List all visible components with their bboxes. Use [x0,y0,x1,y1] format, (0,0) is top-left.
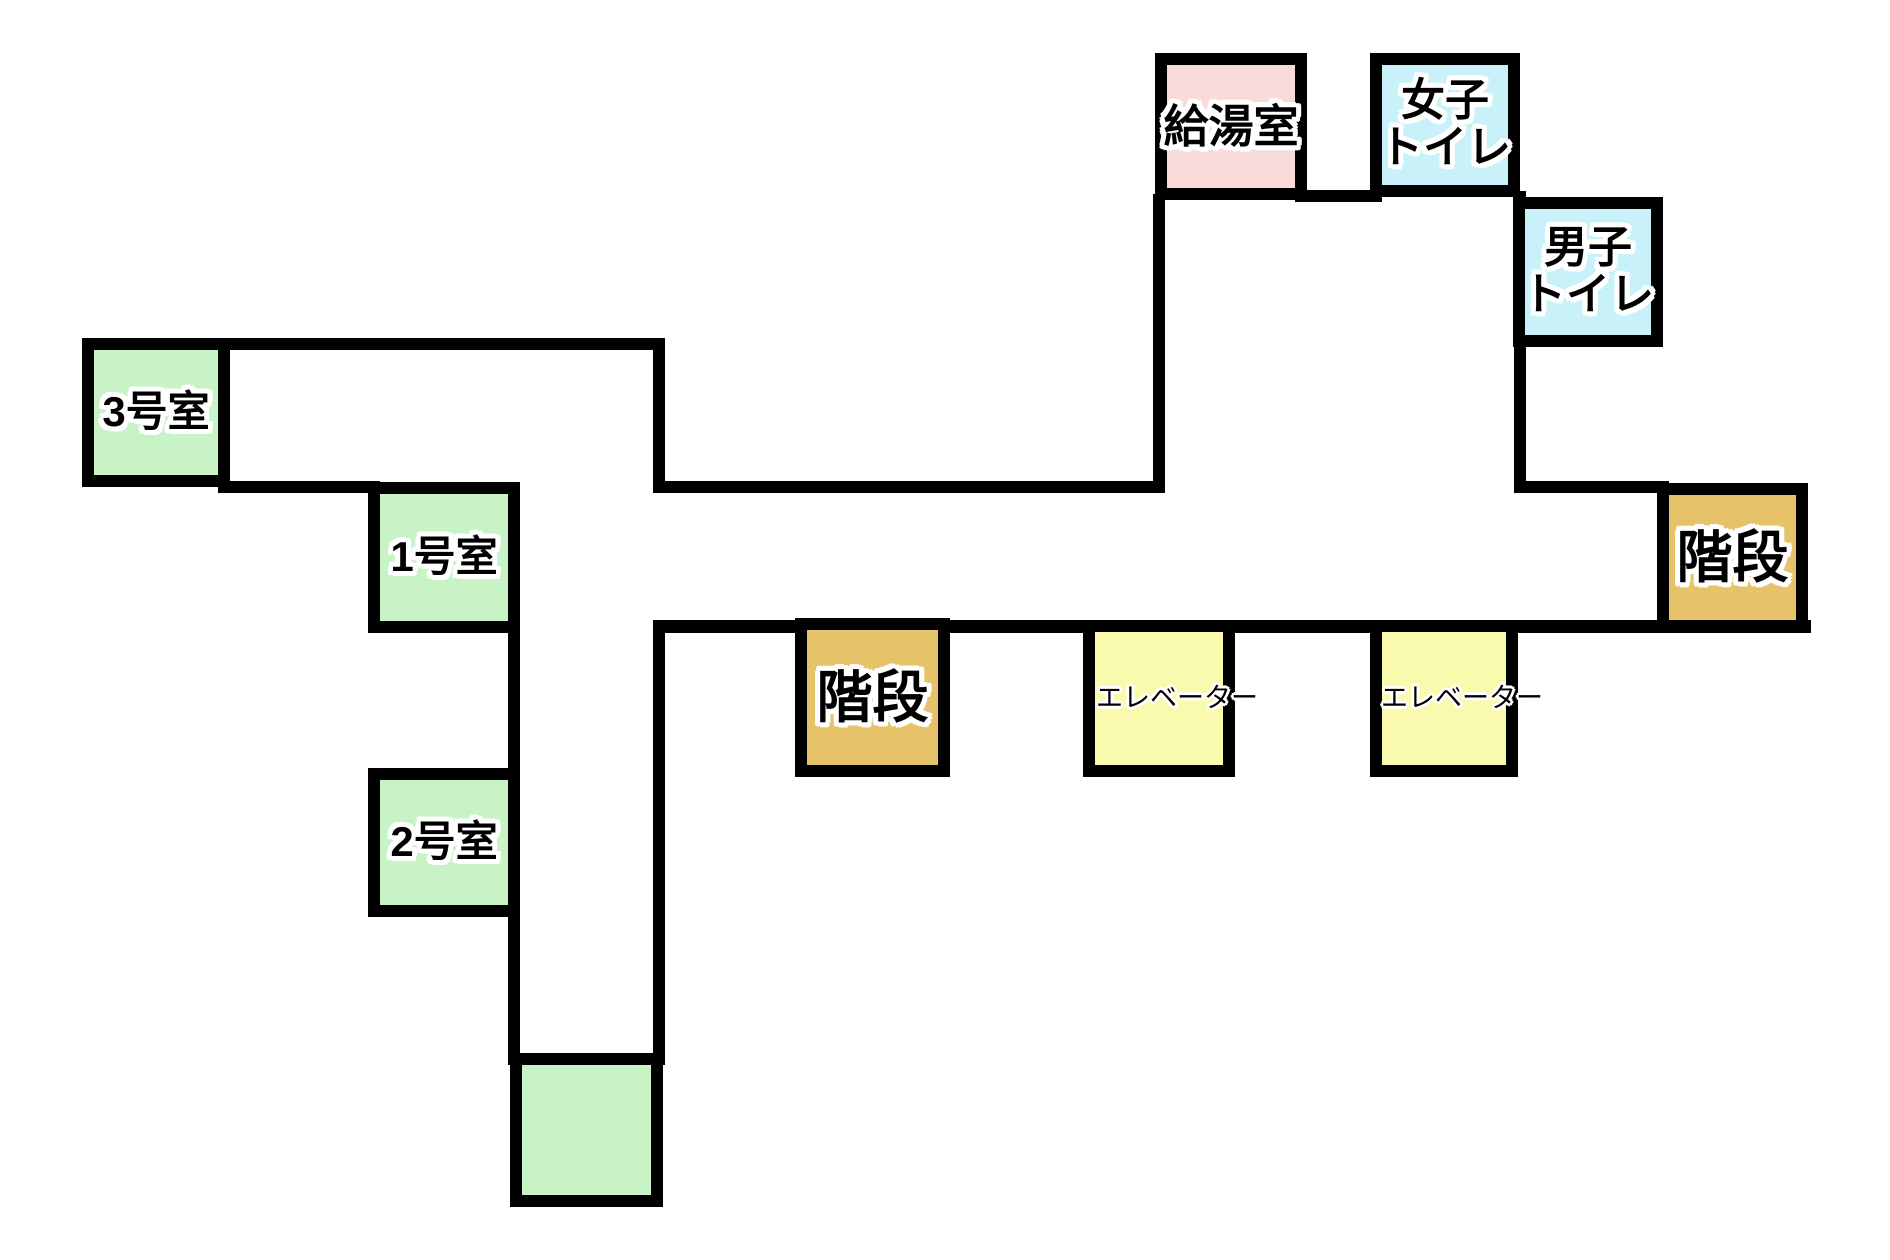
room-2: 2号室 [368,768,520,917]
stairs-left-label-line: 階段 [816,665,929,729]
womens-toilet: 女子トイレ [1370,53,1520,197]
room-1: 1号室 [368,482,520,633]
stairs-right: 階段 [1657,483,1808,632]
stairs-right-label-line: 階段 [1676,525,1789,589]
room-3-label: 3号室 [102,390,209,435]
stairs-left: 階段 [795,618,950,777]
kitchenette: 給湯室 [1155,53,1307,200]
elevator-1: エレベーター [1083,620,1258,777]
elevator-2-label-line: エレベーター [1381,683,1543,714]
wall-upper-corridor-right [653,338,665,493]
wall-top-upper-corridor [230,338,665,350]
kitchenette-label: 給湯室 [1163,100,1299,152]
room-unlabeled [510,1053,663,1207]
elevator-1-label-line: エレベーター [1096,683,1258,714]
wall-mid-right [1514,481,1669,493]
room-1-label: 1号室 [390,535,497,580]
stairs-right-label: 階段 [1676,525,1789,589]
kitchenette-label-line: 給湯室 [1163,100,1299,152]
mens-toilet-label: 男子トイレ [1522,225,1654,318]
room-2-label: 2号室 [390,820,497,865]
wall-mid-left [653,481,1165,493]
room-3: 3号室 [82,338,230,487]
mens-toilet-label-line: トイレ [1522,270,1654,319]
wall-below-kitchenette [1153,194,1165,493]
wall-kitchenette-womens-link [1295,190,1382,202]
elevator-2: エレベーター [1370,620,1543,777]
stairs-left-label: 階段 [816,665,929,729]
mens-toilet: 男子トイレ [1513,197,1663,347]
womens-toilet-label-line: トイレ [1379,123,1511,172]
room-3-label-line: 3号室 [102,388,210,436]
womens-toilet-label-line: 女子 [1401,76,1489,126]
room-2-label-line: 2号室 [390,818,498,866]
wall-room3-room1-link [218,481,380,493]
elevator-2-label: エレベーター [1381,684,1543,713]
womens-toilet-label: 女子トイレ [1379,78,1511,171]
wall-left-corridor-right [653,620,665,1065]
elevator-1-label: エレベーター [1096,684,1258,713]
mens-toilet-label-line: 男子 [1544,223,1632,273]
room-1-label-line: 1号室 [390,533,498,581]
